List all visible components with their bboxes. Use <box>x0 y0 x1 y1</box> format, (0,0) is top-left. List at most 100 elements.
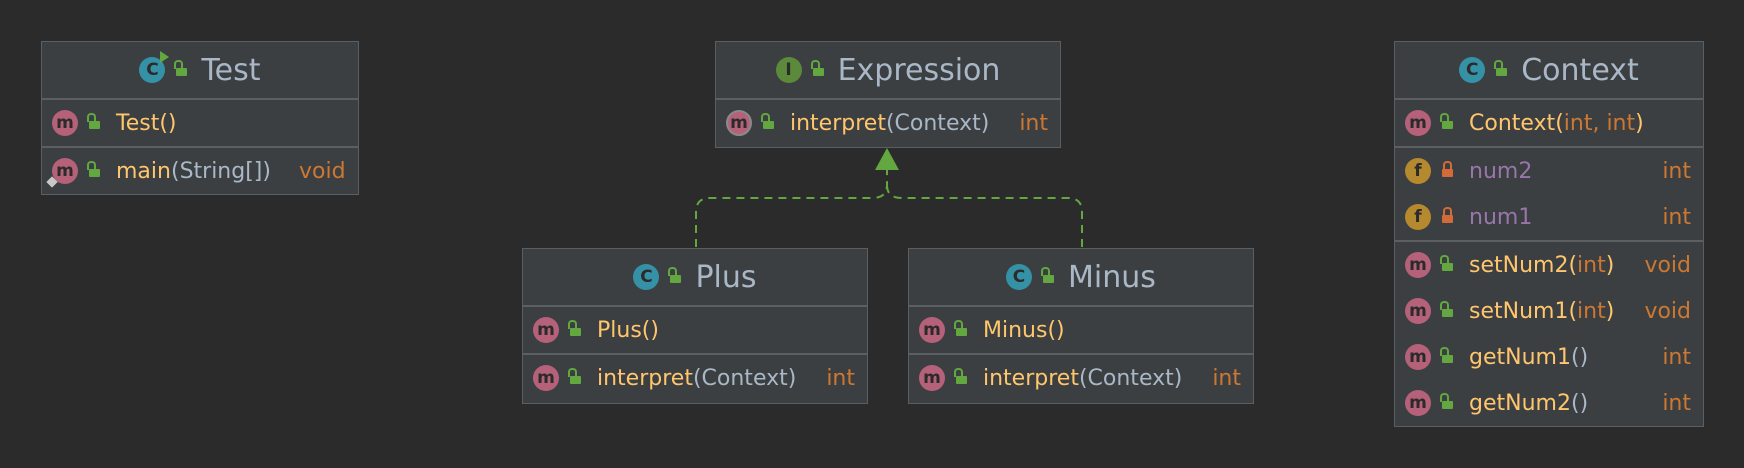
method-icon: m <box>1405 344 1431 370</box>
paren-open: ( <box>1555 110 1564 136</box>
method-row[interactable]: m getNum1() int <box>1395 334 1703 380</box>
constructor-row[interactable]: m Minus() <box>909 307 1253 353</box>
public-lock-icon <box>1440 393 1453 409</box>
method-icon: m <box>533 317 559 343</box>
class-title: Plus <box>695 259 757 295</box>
method-row[interactable]: m main(String[]) void <box>42 148 358 194</box>
method-icon: m <box>533 365 559 391</box>
method-icon: m <box>1405 298 1431 324</box>
paren-open: ( <box>641 317 651 343</box>
param-type: Context <box>1087 365 1174 391</box>
method-name: interpret <box>983 365 1079 391</box>
class-icon: C <box>1006 264 1033 290</box>
class-box-test[interactable]: C Test m Test() m main(String[]) void <box>41 41 359 195</box>
constructor-section: m Context(int, int) <box>1395 100 1703 148</box>
class-icon: C <box>633 264 660 290</box>
methods-section: m interpret(Context) int <box>523 355 867 401</box>
method-name: Test <box>116 110 160 136</box>
method-row[interactable]: m interpret(Context) int <box>716 100 1060 146</box>
paren-close: ) <box>1605 298 1615 324</box>
method-name: interpret <box>597 365 693 391</box>
class-header: C Plus <box>523 249 867 307</box>
class-header: C Minus <box>909 249 1253 307</box>
constructor-row[interactable]: m Plus() <box>523 307 867 353</box>
class-icon: C <box>139 51 170 83</box>
return-type: int <box>1019 110 1048 136</box>
method-name: Context <box>1469 110 1556 136</box>
method-row[interactable]: m getNum2() int <box>1395 380 1703 426</box>
paren-open: ( <box>1570 344 1580 370</box>
method-name: Minus <box>983 317 1048 343</box>
class-box-context[interactable]: C Context m Context(int, int) f num2 int… <box>1394 41 1704 427</box>
public-lock-icon <box>954 368 967 384</box>
param-type: int, int <box>1563 110 1636 136</box>
constructor-row[interactable]: m Context(int, int) <box>1395 100 1703 146</box>
param-type: Context <box>701 365 788 391</box>
field-row[interactable]: f num2 int <box>1395 148 1703 194</box>
method-row[interactable]: m setNum2(int) void <box>1395 242 1703 288</box>
paren-close: ) <box>1579 344 1589 370</box>
method-name: interpret <box>790 110 886 136</box>
method-name: getNum2 <box>1469 390 1571 416</box>
method-name: setNum2 <box>1469 252 1569 278</box>
return-type: int <box>826 365 855 391</box>
methods-section: m interpret(Context) int <box>716 100 1060 146</box>
public-lock-icon <box>1041 267 1055 283</box>
paren-open: ( <box>1047 317 1057 343</box>
field-name: num1 <box>1469 204 1533 230</box>
public-lock-icon <box>568 368 581 384</box>
class-box-plus[interactable]: C Plus m Plus() m interpret(Context) int <box>522 248 868 404</box>
return-type: int <box>1662 390 1691 416</box>
return-type: int <box>1662 344 1691 370</box>
paren-open: ( <box>1568 252 1578 278</box>
class-icon: C <box>1459 57 1486 83</box>
method-icon: m <box>52 110 78 136</box>
public-lock-icon <box>761 113 774 129</box>
public-lock-icon <box>1440 113 1453 129</box>
param-type: int <box>1577 298 1606 324</box>
method-icon: m <box>1405 390 1431 416</box>
class-header: C Test <box>42 42 358 100</box>
class-box-minus[interactable]: C Minus m Minus() m interpret(Context) i… <box>908 248 1254 404</box>
public-lock-icon <box>87 161 100 177</box>
realization-arrowhead <box>875 148 899 170</box>
paren-close: ) <box>262 158 271 184</box>
paren-open: ( <box>159 110 168 136</box>
run-icon <box>160 51 170 63</box>
constructor-section: m Minus() <box>909 307 1253 355</box>
constructor-row[interactable]: m Test() <box>42 100 358 146</box>
constructor-section: m Test() <box>42 100 358 148</box>
private-lock-icon <box>1441 161 1453 177</box>
return-type: void <box>298 158 346 184</box>
method-row[interactable]: m setNum1(int) void <box>1395 288 1703 334</box>
paren-close: ) <box>1056 317 1065 343</box>
constructor-section: m Plus() <box>523 307 867 355</box>
field-type: int <box>1662 158 1691 184</box>
public-lock-icon <box>1440 347 1453 363</box>
method-name: getNum1 <box>1469 344 1571 370</box>
methods-section: m setNum2(int) void m setNum1(int) void … <box>1395 242 1703 426</box>
field-name: num2 <box>1469 158 1533 184</box>
minus-realization-line <box>886 184 1083 247</box>
paren-close: ) <box>787 365 797 391</box>
interface-box-expression[interactable]: I Expression m interpret(Context) int <box>715 41 1061 148</box>
field-row[interactable]: f num1 int <box>1395 194 1703 240</box>
method-row[interactable]: m interpret(Context) int <box>523 355 867 401</box>
paren-close: ) <box>1173 365 1183 391</box>
paren-open: ( <box>170 158 180 184</box>
class-title: Test <box>201 52 261 88</box>
method-row[interactable]: m interpret(Context) int <box>909 355 1253 401</box>
public-lock-icon <box>810 60 824 76</box>
public-lock-icon <box>668 267 682 283</box>
return-type: int <box>1212 365 1241 391</box>
paren-open: ( <box>885 110 895 136</box>
paren-open: ( <box>692 365 702 391</box>
class-header: C Context <box>1395 42 1703 100</box>
paren-open: ( <box>1078 365 1088 391</box>
method-name: main <box>116 158 171 184</box>
paren-open: ( <box>1570 390 1580 416</box>
paren-close: ) <box>1635 110 1644 136</box>
abstract-method-icon: m <box>726 110 752 136</box>
paren-close: ) <box>650 317 659 343</box>
